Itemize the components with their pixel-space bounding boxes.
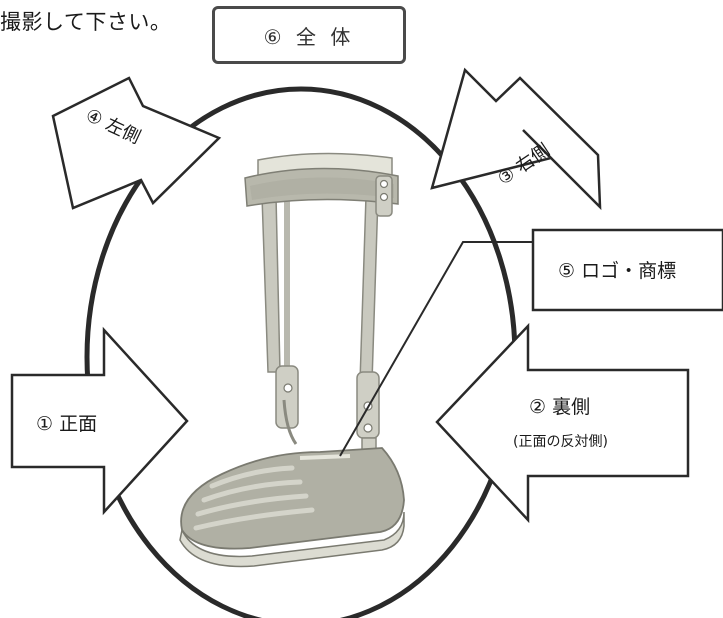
back-label: ② 裏側 (529, 396, 590, 418)
whole-view-label: ⑥ 全 体 (263, 24, 355, 49)
leg-brace-illustration (179, 152, 405, 568)
logo-box (531, 228, 723, 312)
instruction-text: 撮影して下さい。 (0, 10, 172, 34)
front-label: ① 正面 (36, 413, 97, 435)
back-arrow (435, 322, 690, 524)
whole-view-box: ⑥ 全 体 (212, 6, 406, 64)
logo-label: ⑤ ロゴ・商標 (558, 260, 676, 282)
front-arrow (10, 326, 189, 516)
left-arrow (51, 76, 222, 210)
logo-pointer-line (339, 241, 533, 457)
back-note: (正面の反対側) (513, 434, 608, 450)
